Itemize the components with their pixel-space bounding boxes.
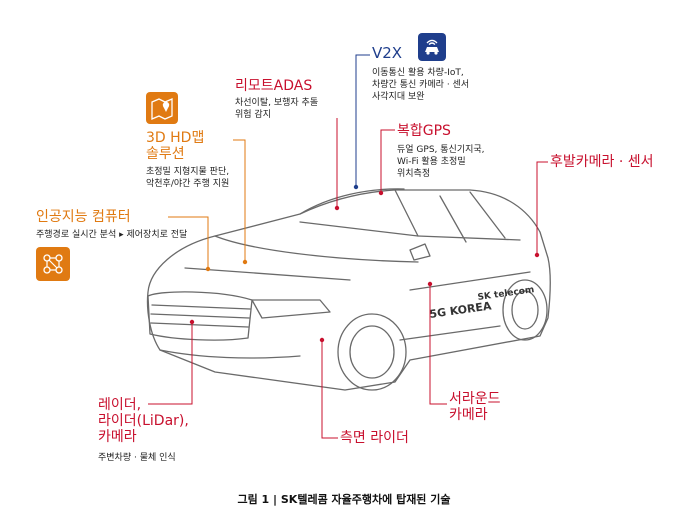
radar-title-line: 라이더(LiDar), [98,413,189,430]
hd-map-line: 초정밀 지형지물 판단, [146,167,230,177]
v2x-line: 이동통신 활용 차량-IoT, [372,68,464,78]
radar-desc: 주변차량 · 물체 인식 [98,453,176,463]
remote-adas-title: 리모트ADAS [235,78,313,94]
radar-title-line: 카메라 [98,429,137,446]
gps-line: Wi-Fi 활용 초정밀 [397,157,466,168]
rear-camera-title: 후발카메라 · 센서 [550,154,654,170]
hd-map-title-line: 솔루션 [146,146,185,163]
hd-map-title: 3D HD맵 솔루션 [146,130,204,162]
v2x-line: 차량간 통신 카메라 · 센서 [372,80,470,91]
v2x-desc: 이동통신 활용 차량-IoT, 차량간 통신 카메라 · 센서 사각지대 보완 [372,67,469,103]
surround-title-line: 카메라 [449,407,488,424]
hd-map-line: 악천후/야간 주행 지원 [146,179,230,190]
hd-map-desc: 초정밀 지형지물 판단, 악천후/야간 주행 지원 [146,166,229,190]
ai-computer-desc: 주행경로 실시간 분석 ▸ 제어장치로 전달 [36,230,188,240]
side-lidar-title: 측면 라이더 [340,430,409,446]
surround-camera-title: 서라운드 카메라 [449,391,501,423]
radar-title: 레이더, 라이더(LiDar), 카메라 [98,397,189,445]
gps-title: 복합GPS [397,123,451,139]
figure-caption: 그림 1 | SK텔레콤 자율주행차에 탑재된 기술 [237,493,451,506]
ai-chip-icon [36,247,70,281]
car-network-icon [418,33,446,61]
hd-map-title-line: 3D HD맵 [146,130,205,146]
map-pin-icon [146,92,178,124]
gps-desc: 듀얼 GPS, 통신기지국, Wi-Fi 활용 초정밀 위치측정 [397,144,485,180]
ai-computer-title: 인공지능 컴퓨터 [36,209,131,225]
remote-adas-desc: 차선이탈, 보행자 추돌 위험 감지 [235,97,318,121]
v2x-title: V2X [372,44,403,62]
surround-title-line: 서라운드 [449,391,501,407]
radar-title-line: 레이더, [98,397,142,413]
gps-line: 위치측정 [397,169,431,180]
decal-5g: 5G KOREA [429,299,493,321]
remote-adas-line: 위험 감지 [235,110,271,121]
gps-line: 듀얼 GPS, 통신기지국, [397,145,485,155]
remote-adas-line: 차선이탈, 보행자 추돌 [235,98,319,108]
decal-sk: SK telecom [477,285,535,303]
v2x-line: 사각지대 보완 [372,92,425,103]
